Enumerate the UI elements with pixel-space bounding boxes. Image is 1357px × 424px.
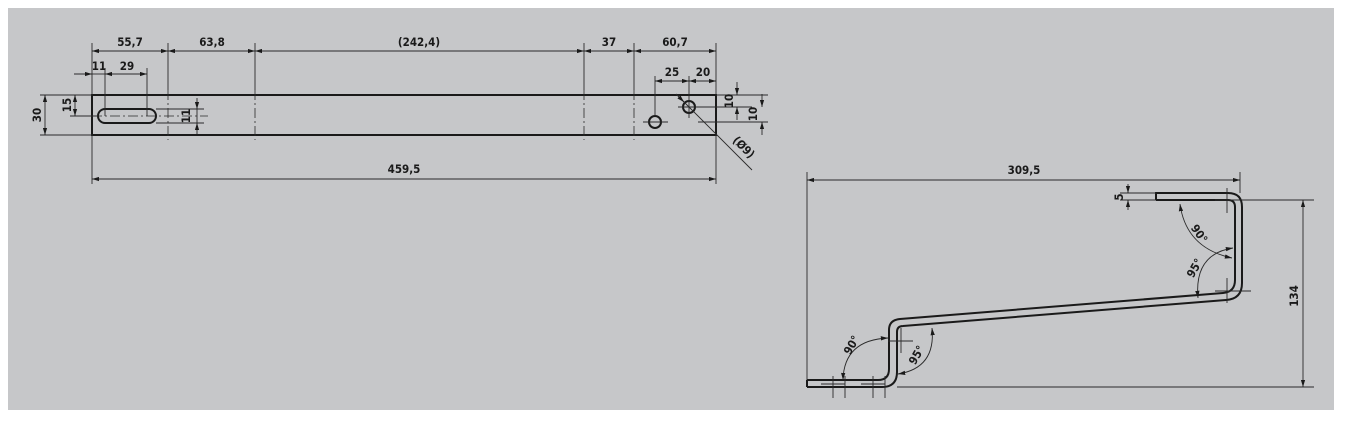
dim-overall-459-5: 459,5 (388, 162, 421, 176)
bent-view: 309,5 134 5 90° 95° 90° 95° (806, 163, 1314, 398)
dim-55-7: 55,7 (117, 35, 143, 49)
angle-arc-top-95 (1195, 246, 1234, 299)
dim-slot-width-11: 11 (179, 109, 193, 123)
dim-diameter-9: (Ø9) (730, 133, 758, 161)
flat-view: 55,7 63,8 (242,4) 37 60,7 11 29 25 20 30… (30, 35, 768, 184)
dim-slot-29: 29 (120, 59, 134, 73)
bracket-profile-inner (807, 192, 1243, 388)
drawing-sheet: 55,7 63,8 (242,4) 37 60,7 11 29 25 20 30… (8, 8, 1334, 410)
angle-top-95: 95° (1184, 256, 1206, 280)
dim-hole-25: 25 (665, 65, 679, 79)
dim-height-15: 15 (60, 98, 74, 112)
angle-arc-bottom-90 (841, 336, 889, 381)
dim-37: 37 (602, 35, 616, 49)
dim-height-134: 134 (1287, 285, 1301, 307)
dim-slot-11: 11 (92, 59, 106, 73)
bend-markers (821, 188, 1251, 398)
diameter-leader (678, 96, 753, 171)
angle-arc-bottom-95 (897, 327, 935, 376)
angle-bottom-95: 95° (906, 343, 928, 367)
dim-width-309-5: 309,5 (1008, 163, 1041, 177)
dim-right-10a: 10 (722, 94, 736, 108)
flat-bar-outline (91, 94, 717, 136)
dim-thickness-5: 5 (1112, 193, 1126, 200)
bracket-profile-outer (807, 199, 1236, 381)
dim-hole-20: 20 (696, 65, 710, 79)
angle-bottom-90: 90° (841, 333, 863, 357)
dim-60-7: 60,7 (662, 35, 688, 49)
dim-63-8: 63,8 (199, 35, 225, 49)
dim-242-4: (242,4) (398, 35, 440, 49)
dim-height-30: 30 (30, 108, 44, 122)
dim-right-10b: 10 (746, 107, 760, 121)
technical-drawing: 55,7 63,8 (242,4) 37 60,7 11 29 25 20 30… (30, 35, 1314, 398)
diameter-arrow (675, 93, 685, 103)
angle-top-90: 90° (1188, 222, 1211, 246)
